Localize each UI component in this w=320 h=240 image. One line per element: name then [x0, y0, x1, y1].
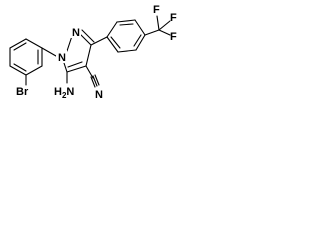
atom-labels: Br N N H2N N F F F [16, 4, 177, 101]
bond [158, 29, 171, 36]
bond [144, 29, 160, 36]
chemical-structure: Br N N H2N N F F F [9, 4, 177, 101]
bond [9, 65, 27, 76]
bond [116, 19, 136, 23]
bond [85, 44, 92, 67]
fluorine-label-2: F [170, 12, 177, 24]
bond [135, 34, 146, 51]
bond [66, 35, 73, 52]
bond [81, 29, 95, 43]
bond [25, 38, 43, 49]
bond [41, 47, 57, 57]
amino-h: H [54, 86, 62, 98]
bond [158, 20, 171, 31]
bond [9, 38, 27, 49]
bond [90, 76, 96, 88]
fluorine-label-3: F [170, 31, 177, 43]
bond [110, 36, 121, 49]
amino-n: N [66, 86, 74, 98]
bond [66, 65, 87, 73]
amino-label: H2N [54, 86, 74, 100]
bond [106, 36, 119, 53]
bond [119, 23, 134, 26]
fluorine-label-1: F [153, 4, 160, 16]
pyrazole-n1-label: N [58, 52, 66, 64]
nitrile-n-label: N [95, 89, 103, 101]
bond [94, 74, 100, 86]
bond [156, 15, 160, 31]
bond [134, 19, 146, 36]
bond [92, 75, 98, 87]
bond [117, 49, 137, 53]
bond [13, 63, 27, 72]
bond [67, 61, 83, 68]
bond [90, 36, 108, 46]
bond [133, 34, 142, 47]
bromine-label: Br [16, 86, 29, 98]
amino-subscript: 2 [62, 91, 67, 100]
bond [13, 42, 27, 51]
pyrazole-n2-label: N [72, 27, 80, 39]
bond [106, 21, 118, 38]
bonds [9, 15, 171, 88]
bond [25, 65, 43, 76]
bond [85, 65, 94, 79]
